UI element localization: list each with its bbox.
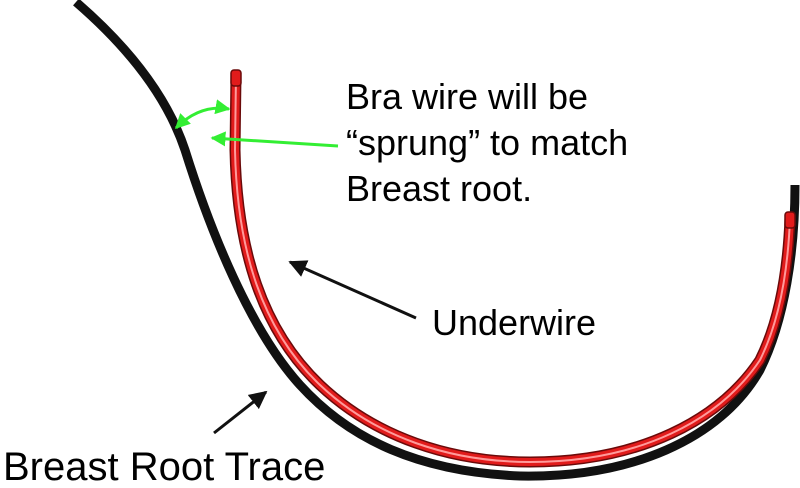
breast-root-pointer-arrow	[213, 390, 268, 435]
underwire-tip-right	[784, 211, 796, 229]
spring-note-line-2: “sprung” to match	[346, 122, 629, 163]
underwire-wire	[229, 69, 796, 468]
underwire-pointer-arrow	[288, 260, 417, 320]
spring-note-line-1: Bra wire will be	[346, 76, 589, 117]
spring-note-line-3: Breast root.	[346, 168, 533, 209]
spring-gap-arrow	[174, 99, 231, 130]
breast-root-trace-label: Breast Root Trace	[3, 445, 326, 488]
note-pointer-arrow	[210, 131, 339, 148]
underwire-label: Underwire	[432, 302, 597, 343]
spring-note: Bra wire will be “sprung” to match Breas…	[346, 74, 628, 212]
underwire-tip-left	[230, 69, 242, 87]
